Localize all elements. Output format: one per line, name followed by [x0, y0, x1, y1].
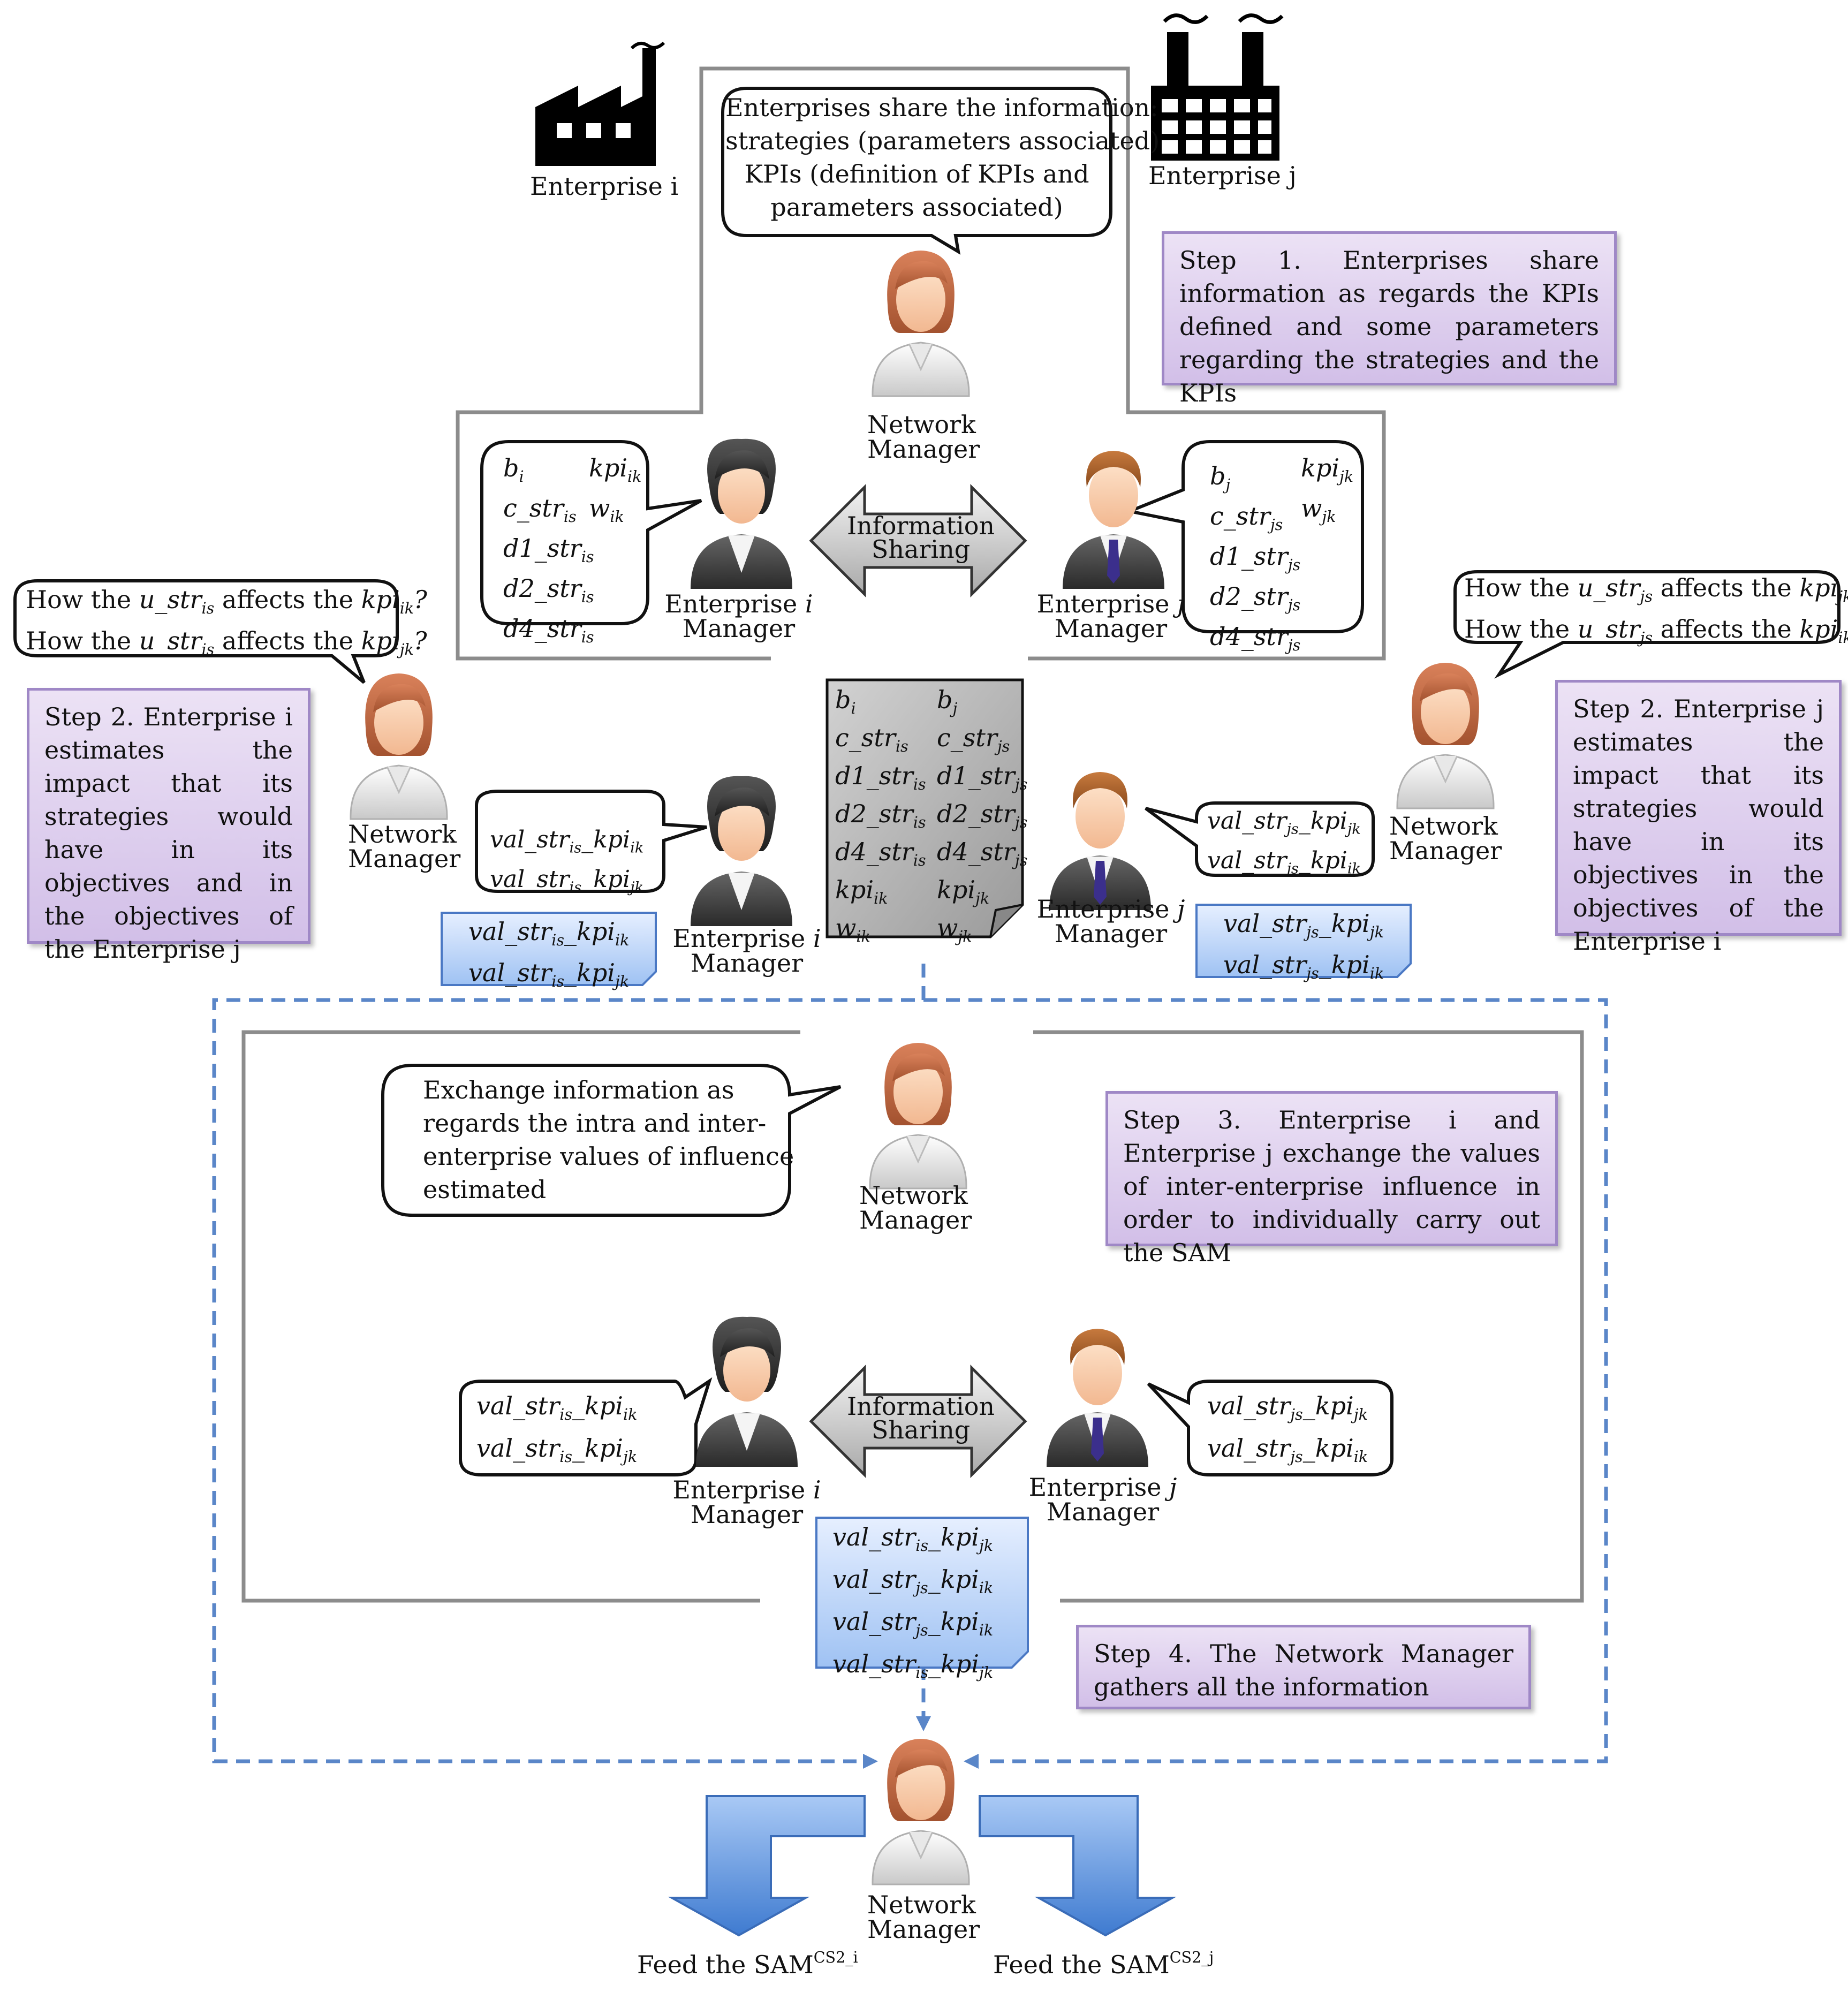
- step-2-left-box: Step 2. Enterprise i estimates the impac…: [27, 688, 310, 964]
- dashed-arrowheads: [863, 1716, 979, 1769]
- blue-notes: [441, 904, 1412, 1669]
- document-icon: [825, 678, 1024, 938]
- dashed-frame: [212, 964, 1608, 1763]
- top-frame: [456, 66, 1386, 661]
- top-bubble-text: Enterprises share the information:strate…: [725, 93, 1160, 222]
- step-4-box: Step 4. The Network Manager gathers all …: [1076, 1625, 1531, 1709]
- factory-icon-j: [1151, 13, 1284, 161]
- bottom-frame: [241, 1030, 1584, 1603]
- question-text-i: How the u_stris affects the kpiik? How t…: [26, 585, 427, 658]
- question-text-j: How the u_strjs affects the kpijk? How t…: [1464, 573, 1848, 647]
- step-3-box: Step 3. Enterprise i and Enterprise j ex…: [1105, 1091, 1558, 1267]
- step-1-box: Step 1. Enterprises share information as…: [1162, 231, 1617, 407]
- feed-sam-i-label: Feed the SAMCS2_i: [637, 1949, 858, 1979]
- output-arrows: [668, 1795, 1177, 1937]
- enterprise-j-label: Enterprise j: [1148, 161, 1297, 190]
- factory-icon-i: [535, 41, 665, 166]
- enterprise-i-label: Enterprise i: [530, 172, 679, 201]
- feed-sam-j-label: Feed the SAMCS2_j: [993, 1949, 1214, 1979]
- step-2-right-box: Step 2. Enterprise j estimates the impac…: [1555, 680, 1842, 956]
- speech-bubbles: [13, 87, 1841, 1476]
